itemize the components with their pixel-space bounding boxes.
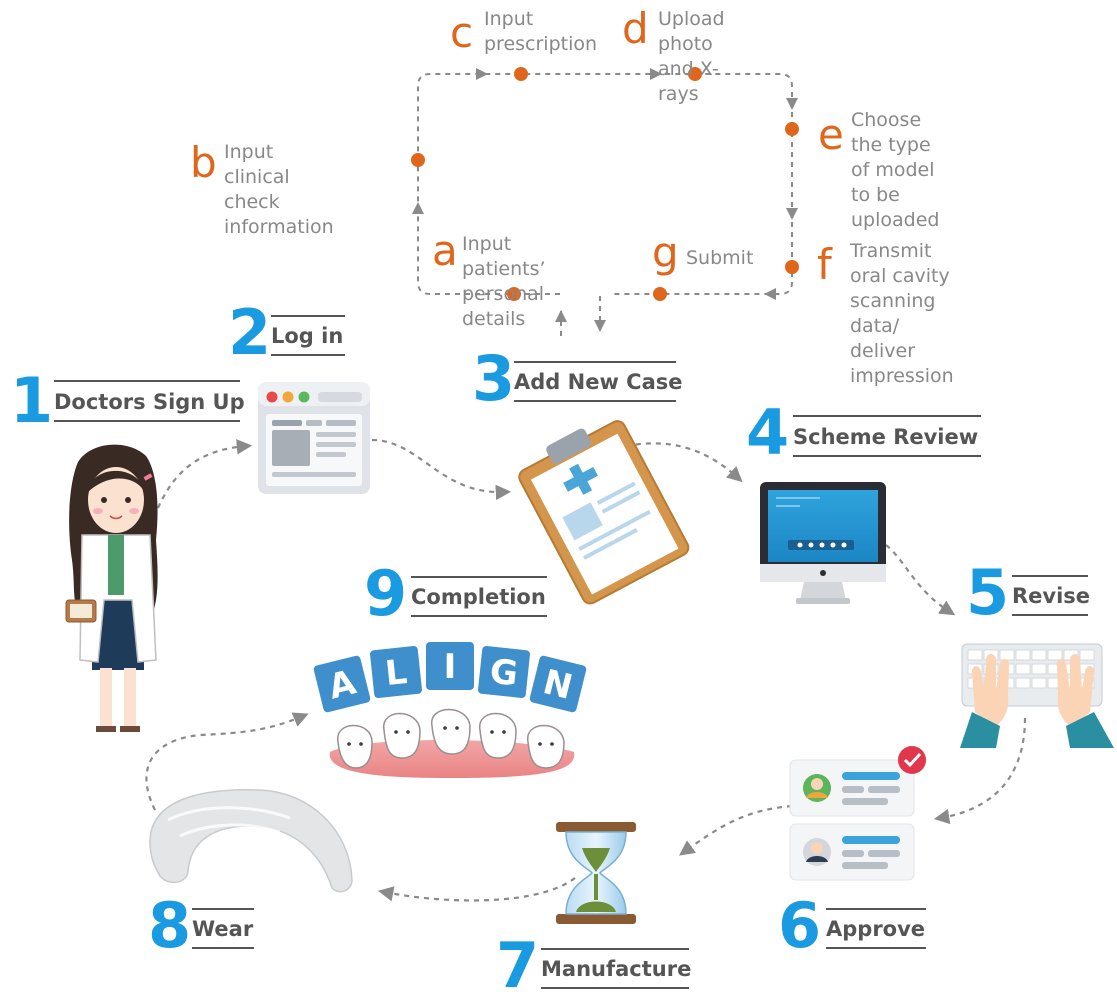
loop-arrow-down-right2 — [786, 208, 798, 220]
sub-step-text: Submit — [686, 247, 754, 269]
hourglass-icon — [556, 822, 636, 924]
align-teeth-icon: A L I G N — [313, 642, 587, 778]
arrow-8-to-9 — [145, 712, 309, 811]
step-label: Revise — [1012, 584, 1091, 608]
node-e — [785, 122, 799, 136]
sub-step-letter: f — [817, 240, 832, 289]
align-letter-cards — [313, 642, 587, 713]
label-rule-bottom — [411, 615, 547, 617]
arrow-5-to-6 — [933, 717, 1027, 825]
arrow-7-to-8 — [377, 877, 576, 902]
label-rule-top — [54, 380, 240, 382]
loop-arrow-right-top1 — [476, 68, 488, 80]
arrow-2-to-3 — [371, 438, 512, 501]
align-letter-g: G — [488, 652, 520, 695]
arrow-3-to-4 — [625, 442, 743, 483]
loop-path-left — [417, 73, 793, 295]
align-letter-l: L — [383, 652, 409, 694]
loop-arrow-left-bottom — [764, 288, 776, 300]
connector-arrow-up — [555, 310, 567, 322]
label-rule-bottom — [192, 947, 254, 949]
sub-step-text: Choose the type of model to be uploaded — [851, 109, 940, 231]
monitor-icon — [760, 482, 886, 604]
aligner-icon — [149, 789, 353, 893]
sub-step-letter: b — [190, 138, 217, 187]
sub-step-text: Upload photo and X-rays — [658, 8, 725, 105]
label-rule-bottom — [514, 400, 676, 402]
sub-step-text: Input patients’ personal details — [462, 233, 546, 330]
label-rule-top — [514, 361, 676, 363]
clipboard-icon — [518, 420, 690, 605]
step-number: 9 — [364, 557, 408, 630]
node-a — [507, 287, 521, 301]
step-label: Add New Case — [514, 370, 683, 394]
step-number: 3 — [472, 342, 516, 415]
step-number: 5 — [966, 556, 1010, 629]
loop-arrow-up-left — [412, 202, 424, 214]
step-number: 1 — [10, 364, 54, 437]
loop-arrow-right-top2 — [650, 68, 662, 80]
label-rule-top — [271, 315, 345, 317]
node-d — [688, 67, 702, 81]
step-number: 4 — [746, 396, 790, 469]
sub-step-letter: g — [652, 228, 679, 277]
step-label: Doctors Sign Up — [54, 390, 245, 414]
connector-arrow-down — [594, 320, 606, 332]
label-rule-bottom — [54, 420, 240, 422]
step-number: 6 — [778, 889, 822, 962]
label-rule-top — [411, 576, 547, 578]
arrow-1-to-2 — [156, 439, 253, 509]
arrow-4-to-5 — [885, 544, 956, 616]
node-f — [785, 260, 799, 274]
sub-step-letter: d — [622, 4, 649, 53]
label-rule-bottom — [1012, 614, 1088, 616]
approval-cards-icon — [789, 746, 926, 881]
sub-step-letter: a — [432, 226, 458, 275]
step-label: Manufacture — [541, 957, 692, 981]
label-rule-bottom — [793, 455, 981, 457]
step-label: Approve — [826, 917, 926, 941]
keyboard-hands-icon — [960, 643, 1114, 748]
label-rule-top — [826, 908, 926, 910]
step-label: Log in — [271, 324, 344, 348]
loop-nodes — [411, 67, 799, 301]
sub-step-text: Transmit oral cavity scanning data/ deli… — [850, 240, 954, 387]
sub-step-loop — [417, 73, 793, 295]
label-rule-top — [192, 908, 254, 910]
loop-arrowheads — [412, 68, 798, 300]
node-c — [514, 67, 528, 81]
label-rule-bottom — [271, 354, 345, 356]
flow-arrows — [145, 438, 1027, 902]
node-b — [411, 153, 425, 167]
step-number: 8 — [148, 889, 192, 962]
node-g — [653, 287, 667, 301]
label-rule-top — [1012, 575, 1088, 577]
label-rule-bottom — [826, 947, 926, 949]
arrow-6-to-7 — [679, 804, 793, 856]
sub-step-letter: e — [818, 110, 844, 159]
browser-window-icon — [258, 382, 370, 494]
label-rule-bottom — [541, 987, 689, 989]
step-number: 2 — [228, 296, 272, 369]
step-label: Wear — [192, 917, 254, 941]
label-rule-top — [793, 415, 981, 417]
step-number: 7 — [496, 929, 540, 1002]
sub-step-letter: c — [450, 8, 474, 57]
loop-arrow-down-right1 — [786, 98, 798, 110]
align-letter-i: I — [444, 647, 457, 687]
doctor-illustration — [65, 444, 158, 732]
loop-connectors — [560, 296, 601, 336]
sub-step-text: Input prescription — [484, 8, 598, 55]
label-rule-top — [541, 948, 689, 950]
step-label: Scheme Review — [793, 425, 979, 449]
step-label: Completion — [411, 585, 546, 609]
sub-step-text: Input clinical check information — [224, 141, 334, 238]
